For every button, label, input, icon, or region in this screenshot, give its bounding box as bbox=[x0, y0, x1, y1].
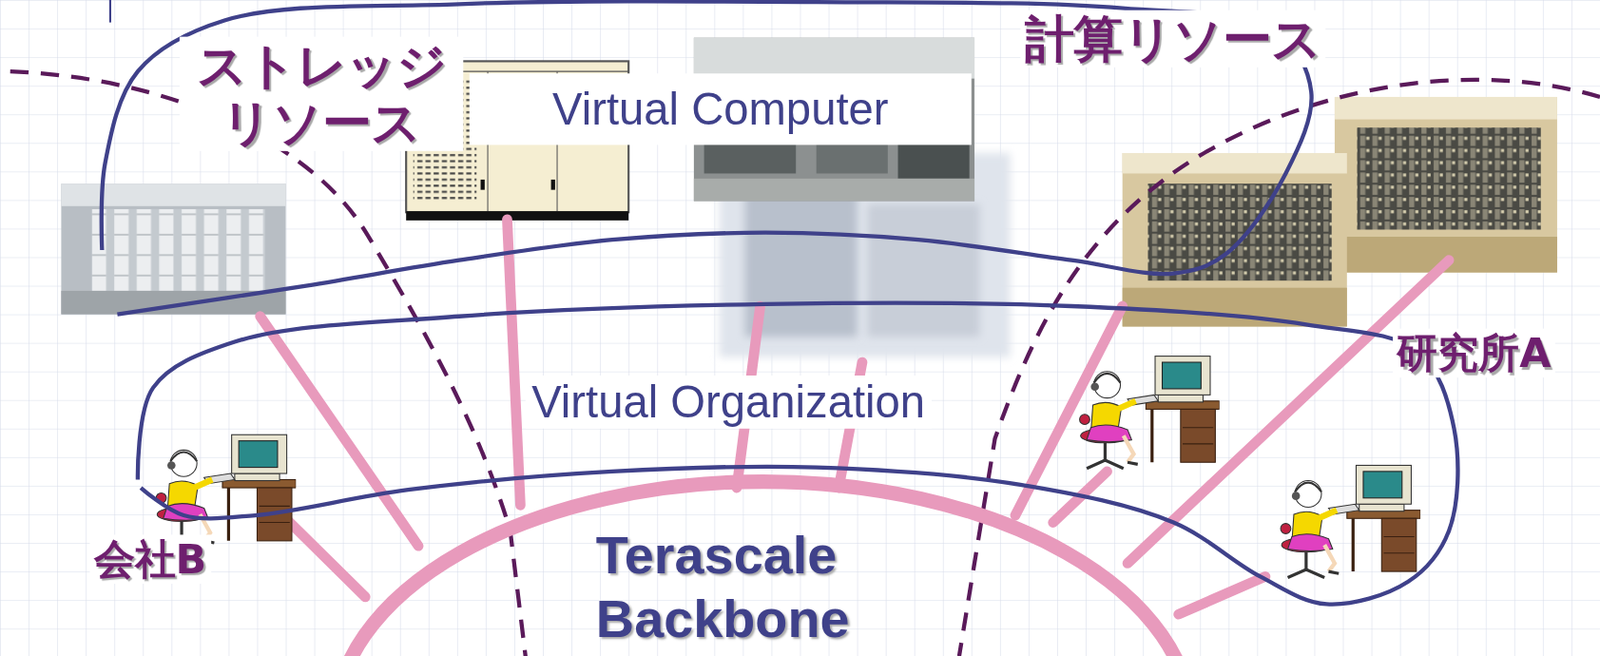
rack-room-photo bbox=[1122, 96, 1558, 328]
region-label: Virtual Organization bbox=[525, 375, 932, 429]
area-label: 計算リソース bbox=[1020, 10, 1326, 68]
area-label: ストレッジ リソース bbox=[179, 37, 463, 152]
network-link bbox=[260, 219, 1449, 615]
backbone-ellipse bbox=[334, 481, 1193, 656]
region-label: Virtual Computer bbox=[469, 73, 972, 145]
boundary-line bbox=[10, 71, 1600, 656]
backbone-label: Terascale Backbone bbox=[589, 523, 908, 651]
backbone-ring: Terascale Backbone bbox=[331, 479, 1195, 656]
area-label: 研究所A bbox=[1392, 328, 1556, 379]
area-label: 会社B bbox=[89, 534, 211, 584]
